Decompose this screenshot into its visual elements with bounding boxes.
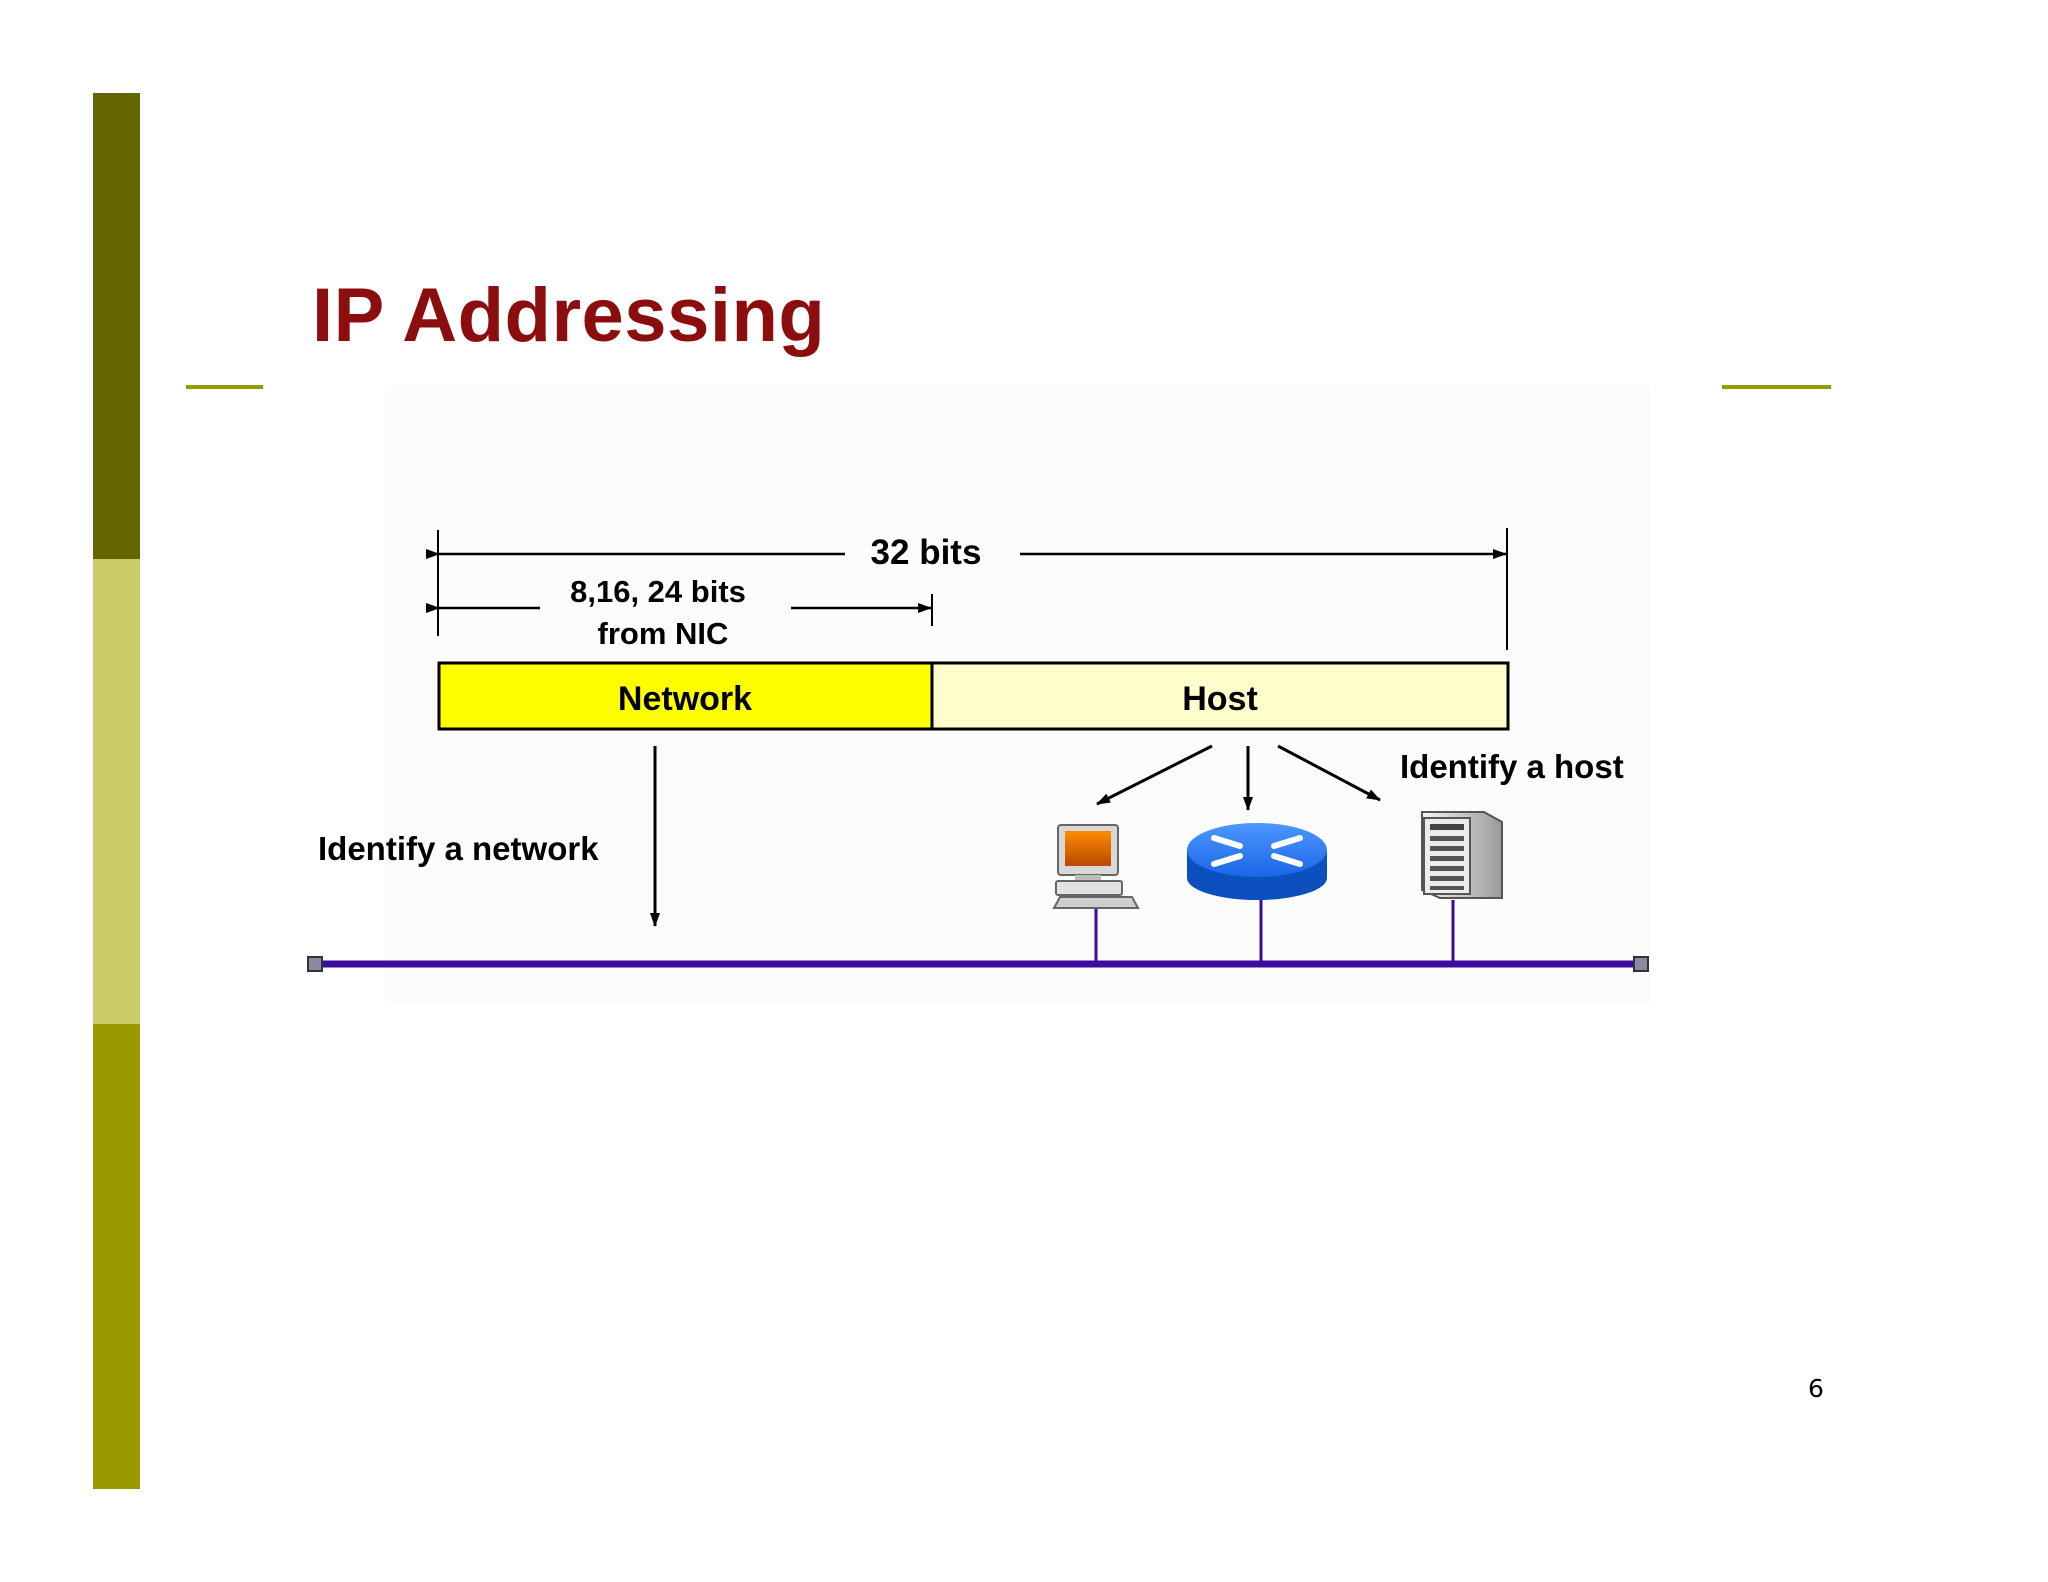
total-bits-label: 32 bits	[871, 533, 982, 572]
bus-terminator-left	[307, 956, 323, 972]
identify-network: Identify a network	[318, 746, 660, 927]
sidebar-bar-top	[93, 93, 140, 559]
slide-title: IP Addressing	[312, 273, 826, 358]
identify-host: Identify a host	[1096, 744, 1624, 811]
server-icon	[1421, 811, 1503, 899]
computer-icon	[1052, 824, 1140, 909]
network-bits-dimension: 8,16, 24 bits from NIC	[426, 574, 933, 651]
title-rule-left	[186, 385, 263, 389]
sidebar-bar-middle	[93, 559, 140, 1024]
page-number: 6	[1808, 1374, 1824, 1403]
title-rule-right	[1722, 385, 1831, 389]
host-field-label: Host	[1182, 680, 1258, 718]
host-field	[930, 661, 1510, 731]
network-field	[437, 661, 934, 731]
host-arrow-server	[1277, 744, 1381, 802]
total-bits-dimension: 32 bits	[426, 528, 1508, 650]
network-bus	[307, 900, 1649, 972]
identify-host-label: Identify a host	[1400, 748, 1624, 785]
address-fields: Network Host	[437, 661, 1510, 731]
router-icon	[1187, 823, 1327, 900]
sidebar-bar-bottom	[93, 1024, 140, 1489]
network-bits-label-line2: from NIC	[598, 616, 729, 651]
network-bits-label-line1: 8,16, 24 bits	[570, 574, 746, 609]
network-field-label: Network	[618, 680, 752, 718]
bus-terminator-right	[1633, 956, 1649, 972]
identify-network-label: Identify a network	[318, 830, 599, 867]
host-arrow-computer	[1096, 744, 1213, 806]
